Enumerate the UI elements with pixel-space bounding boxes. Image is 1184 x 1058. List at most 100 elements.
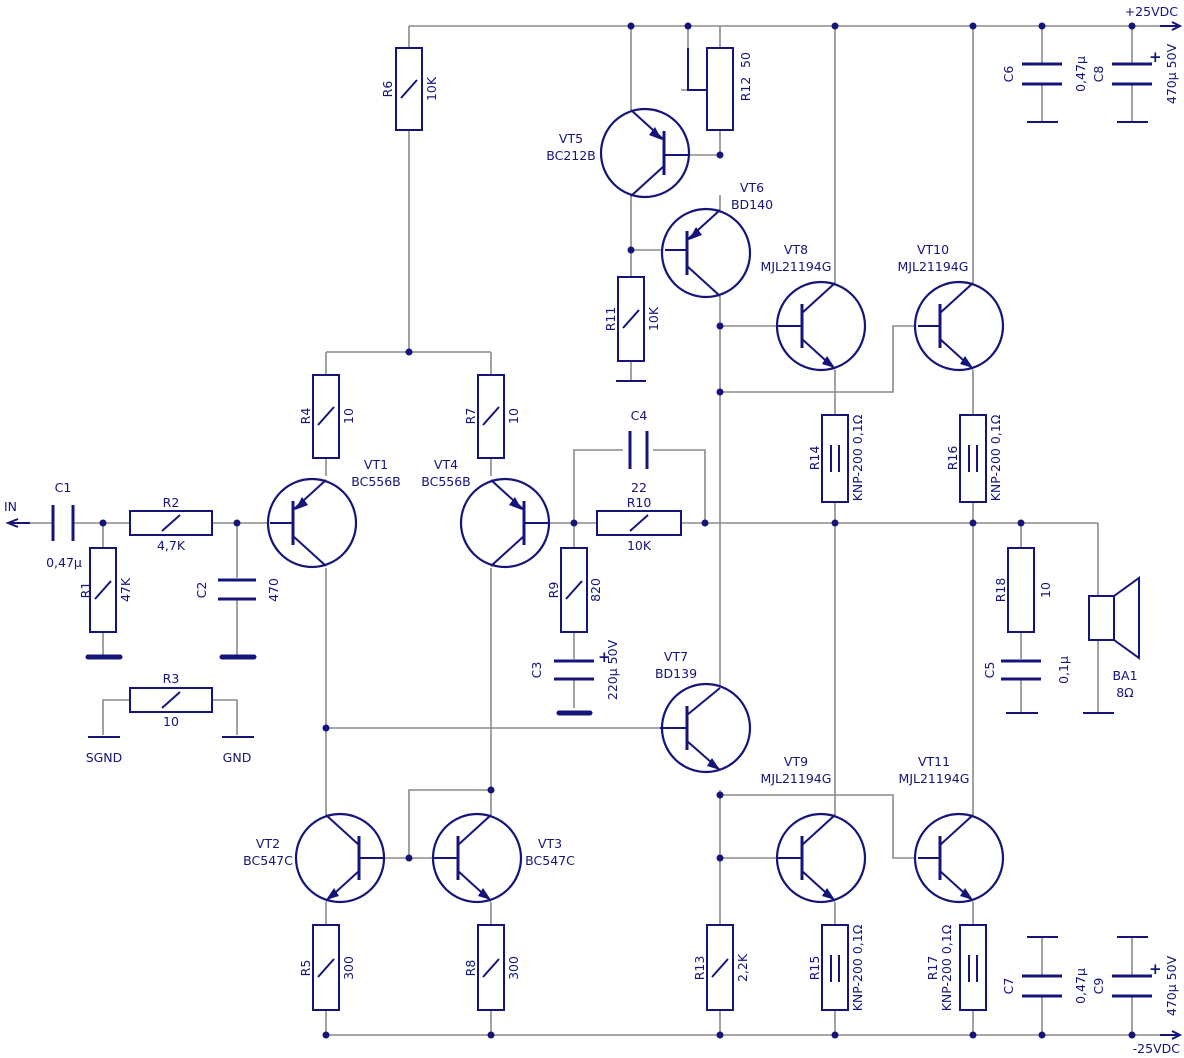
vt1-part: BC556B (351, 474, 401, 489)
capacitor-c8: + C8 470µ 50V (1091, 43, 1179, 104)
c6-value: 0,47µ (1073, 56, 1088, 92)
capacitor-c9: + C9 470µ 50V (1091, 955, 1179, 1016)
c3-value: 220µ 50V (605, 639, 620, 700)
r9-ref: R9 (546, 582, 561, 599)
r10-value: 10K (627, 538, 652, 553)
junction-dots (99, 22, 1136, 1039)
resistor-r14: R14 KNP-200 0,1Ω (807, 414, 865, 503)
r9-value: 820 (588, 578, 603, 602)
r3-ref: R3 (163, 671, 180, 686)
transistor-vt6: VT6 BD140 (660, 180, 773, 299)
c1-value: 0,47µ (46, 555, 82, 570)
c3-ref: C3 (529, 662, 544, 679)
resistor-r4: R4 10 (298, 374, 356, 459)
vt3-ref: VT3 (538, 836, 562, 851)
r4-ref: R4 (298, 408, 313, 425)
vt1-ref: VT1 (364, 457, 388, 472)
c7-value: 0,47µ (1073, 968, 1088, 1004)
r15-ref: R15 (807, 956, 822, 981)
transistor-vt1: VT1 BC556B (266, 457, 401, 569)
input-port: IN (4, 499, 30, 528)
vt10-part: MJL21194G (898, 259, 969, 274)
c5-ref: C5 (982, 662, 997, 679)
vt5-part: BC212B (546, 148, 596, 163)
r15-value: KNP-200 0,1Ω (850, 924, 865, 1011)
speaker-value: 8Ω (1116, 685, 1134, 700)
capacitor-c7: C7 0,47µ (1001, 968, 1088, 1004)
r3-value: 10 (163, 714, 179, 729)
r7-ref: R7 (463, 408, 478, 425)
r4-value: 10 (341, 408, 356, 424)
negative-rail-label: -25VDC (1133, 1041, 1181, 1056)
resistor-r7: R7 10 (463, 374, 521, 459)
transistor-vt2: VT2 BC547C (243, 812, 386, 904)
ground-symbols (85, 121, 1148, 938)
r6-value: 10K (424, 76, 439, 101)
capacitor-c4: C4 22 (628, 408, 649, 495)
resistor-r11: R11 10K (603, 276, 661, 362)
resistor-r9: R9 820 (546, 547, 603, 633)
c2-value: 470 (266, 578, 281, 602)
r12-wiper (687, 48, 707, 91)
c7-ref: C7 (1001, 978, 1016, 995)
speaker-ba1: BA1 8Ω (1088, 576, 1140, 700)
resistor-r16: R16 KNP-200 0,1Ω (945, 414, 1003, 503)
transistor-vt3: VT3 BC547C (431, 812, 575, 904)
c4-ref: C4 (631, 408, 648, 423)
c9-value: 470µ 50V (1164, 955, 1179, 1016)
input-label: IN (4, 499, 17, 514)
r7-value: 10 (506, 408, 521, 424)
transistor-vt10: VT10 MJL21194G (898, 242, 1005, 372)
capacitor-c3: + C3 220µ 50V (529, 639, 620, 700)
r12-ref: R12 (738, 77, 753, 102)
r13-ref: R13 (692, 956, 707, 981)
vt4-part: BC556B (421, 474, 471, 489)
vt4-ref: VT4 (434, 457, 458, 472)
c8-polarity: + (1149, 48, 1162, 66)
r6-ref: R6 (380, 81, 395, 98)
c3-polarity: + (598, 648, 611, 666)
r1-ref: R1 (78, 582, 93, 599)
vt6-ref: VT6 (740, 180, 764, 195)
speaker-ref: BA1 (1112, 668, 1137, 683)
vt9-ref: VT9 (784, 754, 808, 769)
r14-value: KNP-200 0,1Ω (850, 414, 865, 501)
resistor-r13: R13 2,2K (692, 924, 750, 1011)
wires (30, 21, 1183, 1040)
resistor-r12: R12 50 (706, 47, 753, 131)
positive-rail-label: +25VDC (1125, 4, 1179, 19)
r18-ref: R18 (993, 578, 1008, 603)
capacitor-c1: C1 0,47µ (46, 480, 82, 570)
resistor-r5: R5 300 (298, 924, 356, 1011)
r14-ref: R14 (807, 446, 822, 471)
r8-ref: R8 (463, 960, 478, 977)
r13-value: 2,2K (735, 953, 750, 982)
c4-value: 22 (631, 480, 647, 495)
vt11-ref: VT11 (918, 754, 950, 769)
r16-ref: R16 (945, 446, 960, 471)
r12-value: 50 (738, 52, 753, 68)
r5-value: 300 (341, 956, 356, 980)
r18-value: 10 (1038, 582, 1053, 598)
transistor-vt11: VT11 MJL21194G (899, 754, 1005, 904)
c2-ref: C2 (194, 582, 209, 599)
sgnd-label: SGND (86, 750, 123, 765)
transistor-vt7: VT7 BD139 (655, 649, 752, 774)
resistor-r17: R17 KNP-200 0,1Ω (925, 924, 987, 1011)
resistor-r18: R18 10 (993, 547, 1053, 633)
r17-value: KNP-200 0,1Ω (939, 924, 954, 1011)
c9-polarity: + (1149, 960, 1162, 978)
c5-value: 0,1µ (1056, 656, 1071, 684)
vt3-part: BC547C (525, 853, 575, 868)
vt7-part: BD139 (655, 666, 697, 681)
r16-value: KNP-200 0,1Ω (988, 414, 1003, 501)
vt10-ref: VT10 (917, 242, 949, 257)
c1-ref: C1 (55, 480, 72, 495)
r17-ref: R17 (925, 956, 940, 981)
r2-value: 4,7K (157, 538, 186, 553)
vt5-ref: VT5 (559, 131, 583, 146)
vt11-part: MJL21194G (899, 771, 970, 786)
r2-ref: R2 (163, 495, 180, 510)
vt8-part: MJL21194G (761, 259, 832, 274)
